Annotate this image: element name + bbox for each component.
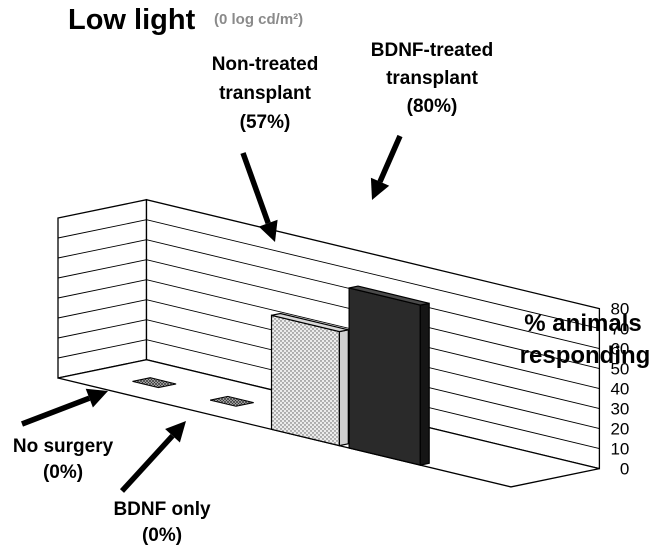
gridline-20 bbox=[57, 319, 600, 430]
bar-2 bbox=[209, 395, 254, 407]
bar-3-side bbox=[338, 329, 349, 447]
bar-2-top bbox=[209, 395, 254, 407]
arrow-bdnf-only bbox=[119, 421, 186, 493]
bar-4-top bbox=[348, 285, 430, 306]
annotation-1-line-1: No surgery bbox=[13, 436, 114, 457]
arrow-bdnf-treated bbox=[370, 134, 403, 200]
y-tick-label-20: 20 bbox=[610, 420, 629, 439]
gridlines bbox=[57, 219, 600, 450]
bar-1 bbox=[132, 377, 177, 389]
gridline-60 bbox=[57, 239, 600, 350]
arrow-no-surgery-head bbox=[85, 388, 108, 408]
gridline-40 bbox=[57, 279, 600, 390]
arrow-bdnf-only-shaft bbox=[119, 433, 175, 493]
gridline-10 bbox=[57, 339, 600, 450]
y-tick-label-0: 0 bbox=[620, 460, 629, 479]
annotation-4-line-1: BDNF-treated bbox=[371, 40, 493, 61]
bars bbox=[132, 285, 430, 466]
y-axis-label-line-1: % animals bbox=[524, 310, 641, 337]
arrow-no-surgery bbox=[21, 388, 108, 427]
arrow-bdnf-treated-head bbox=[370, 177, 390, 200]
chart-subtitle: (0 log cd/m²) bbox=[214, 11, 303, 28]
annotation-arrows bbox=[21, 134, 403, 493]
annotation-3-line-1: Non-treated bbox=[212, 54, 319, 75]
arrow-non-treated bbox=[240, 152, 278, 242]
annotation-4-line-3: (80%) bbox=[407, 96, 458, 117]
arrow-bdnf-only-head bbox=[165, 421, 186, 443]
annotation-2-line-2: (0%) bbox=[142, 525, 182, 546]
bar-4-side bbox=[419, 302, 430, 466]
chart-title: Low light bbox=[68, 4, 196, 36]
gridline-50 bbox=[57, 259, 600, 370]
y-tick-label-40: 40 bbox=[610, 380, 629, 399]
y-tick-label-70: 70 bbox=[610, 320, 629, 339]
y-axis-label-line-2: responding bbox=[520, 342, 651, 369]
arrow-non-treated-shaft bbox=[240, 152, 271, 225]
arrow-bdnf-treated-shaft bbox=[377, 134, 403, 183]
gridline-70 bbox=[57, 219, 600, 330]
arrow-non-treated-head bbox=[258, 219, 278, 242]
bar-3-front bbox=[270, 314, 340, 447]
annotation-2-line-1: BDNF only bbox=[113, 499, 211, 520]
y-tick-label-10: 10 bbox=[610, 440, 629, 459]
bar-4-front bbox=[348, 287, 421, 466]
bar-4 bbox=[348, 285, 430, 466]
annotation-1-line-2: (0%) bbox=[43, 462, 83, 483]
arrow-no-surgery-shaft bbox=[21, 395, 91, 427]
y-tick-label-50: 50 bbox=[610, 360, 629, 379]
annotations: No surgery (0%) BDNF only (0%) Non-treated tr… bbox=[13, 40, 493, 546]
bar-1-top bbox=[132, 377, 177, 389]
y-tick-label-80: 80 bbox=[610, 300, 629, 319]
y-tick-label-60: 60 bbox=[610, 340, 629, 359]
annotation-4-line-2: transplant bbox=[386, 68, 479, 89]
y-tick-label-30: 30 bbox=[610, 400, 629, 419]
bar-3 bbox=[270, 312, 349, 447]
bar-3-top bbox=[271, 312, 349, 333]
annotation-3-line-3: (57%) bbox=[240, 112, 291, 133]
annotation-3-line-2: transplant bbox=[219, 83, 312, 104]
gridline-30 bbox=[57, 299, 600, 410]
